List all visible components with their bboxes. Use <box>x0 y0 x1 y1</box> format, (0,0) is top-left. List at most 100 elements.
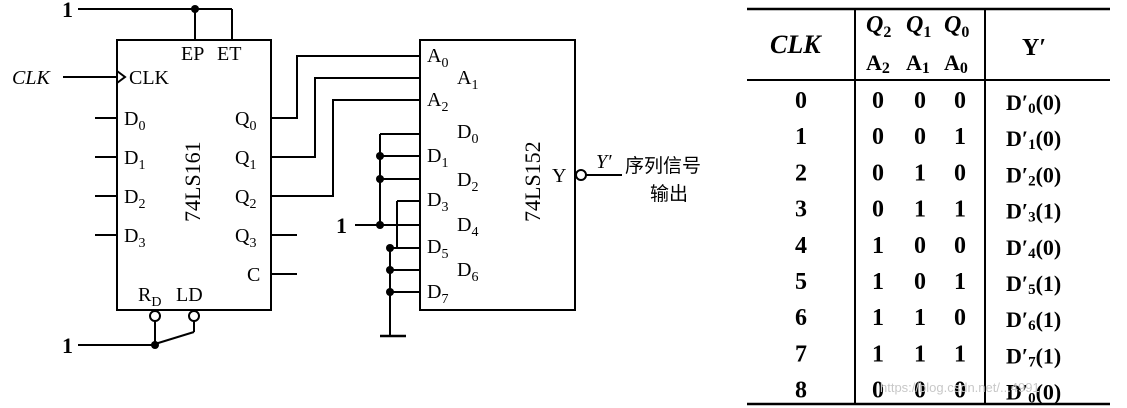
table-row: 6 1 1 0 D′6(1) <box>795 305 1061 334</box>
pin-mux-d3: D3 <box>427 189 448 215</box>
pin-mux-d1: D1 <box>427 145 448 171</box>
header-a2: A2 <box>866 50 890 77</box>
pin-mux-d5: D5 <box>427 236 448 262</box>
const-one-top: 1 <box>62 0 73 22</box>
pin-q0: Q0 <box>235 108 256 134</box>
pin-mux-d6: D6 <box>457 259 478 285</box>
header-a1: A1 <box>906 50 930 77</box>
cell-q0: 0 <box>954 305 966 331</box>
pin-q3: Q3 <box>235 225 256 251</box>
cell-y: D′0(0) <box>1006 90 1061 117</box>
cell-q0: 0 <box>954 88 966 114</box>
cell-q0: 1 <box>954 269 966 295</box>
junction-dot <box>386 266 394 274</box>
cell-clk: 6 <box>795 305 807 331</box>
pin-mux-d2: D2 <box>457 169 478 195</box>
counter-74ls161: 1 EP ET CLK CLK D0 D1 D2 D3 74LS161 Q0 Q… <box>12 0 297 358</box>
table-row: 4 1 0 0 D′4(0) <box>795 233 1061 262</box>
cell-q0: 1 <box>954 124 966 150</box>
cell-q0: 0 <box>954 378 966 404</box>
cell-y: D′2(0) <box>1006 162 1061 189</box>
cell-q1: 1 <box>914 341 926 367</box>
clk-edge-icon <box>116 70 127 84</box>
pin-d3: D3 <box>124 225 145 251</box>
cell-q2: 0 <box>872 88 884 114</box>
cell-q2: 0 <box>872 197 884 223</box>
wire-q0-a0 <box>271 55 420 119</box>
cell-q1: 1 <box>914 305 926 331</box>
output-label: Y′ <box>596 151 612 173</box>
output-desc-line2: 输出 <box>650 183 688 205</box>
pin-a1: A1 <box>457 67 478 93</box>
table-row: 3 0 1 1 D′3(1) <box>795 197 1061 226</box>
pin-d1: D1 <box>124 147 145 173</box>
cell-clk: 5 <box>795 269 807 295</box>
cell-q1: 1 <box>914 160 926 186</box>
cell-q2: 0 <box>872 160 884 186</box>
cell-clk: 0 <box>795 88 807 114</box>
cell-q2: 0 <box>872 378 884 404</box>
pin-clk: CLK <box>129 67 170 89</box>
cell-clk: 3 <box>795 197 807 223</box>
header-q2: Q2 <box>866 12 891 41</box>
mux-chip-name: 74LS152 <box>520 141 545 222</box>
pin-mux-d7: D7 <box>427 281 448 307</box>
pin-q2: Q2 <box>235 186 256 212</box>
table-row: 5 1 0 1 D′5(1) <box>795 269 1061 298</box>
cell-q2: 1 <box>872 341 884 367</box>
pin-mux-d4: D4 <box>457 214 478 240</box>
junction-dot <box>376 175 384 183</box>
ld-inverter-bubble <box>188 310 200 322</box>
pin-d0: D0 <box>124 108 145 134</box>
y-inverter-bubble <box>575 169 587 181</box>
wire-ld-b <box>154 331 195 345</box>
junction-dot <box>376 221 384 229</box>
cell-q1: 0 <box>914 233 926 259</box>
cell-y: D′7(1) <box>1006 343 1061 370</box>
cell-q1: 0 <box>914 88 926 114</box>
cell-y: D′4(0) <box>1006 235 1061 262</box>
cell-clk: 8 <box>795 378 807 404</box>
watermark: https://blog.csdn.net/...4991 <box>880 380 1040 395</box>
mux-data-input-wiring: 1 <box>336 133 420 338</box>
cell-y: D′3(1) <box>1006 199 1061 226</box>
header-y: Y′ <box>1022 35 1046 61</box>
cell-q0: 1 <box>954 197 966 223</box>
pin-ep: EP <box>181 43 204 65</box>
counter-chip-name: 74LS161 <box>180 141 205 222</box>
output-desc-line1: 序列信号 <box>625 155 701 177</box>
junction-dot <box>386 288 394 296</box>
rd-inverter-bubble <box>149 310 161 322</box>
cell-q2: 1 <box>872 305 884 331</box>
pin-c: C <box>247 264 260 286</box>
pin-et: ET <box>217 43 241 65</box>
cell-q1: 0 <box>914 269 926 295</box>
const-one-bottom: 1 <box>62 333 73 358</box>
cell-q2: 1 <box>872 269 884 295</box>
pin-q1: Q1 <box>235 147 256 173</box>
cell-clk: 7 <box>795 341 807 367</box>
cell-q2: 1 <box>872 233 884 259</box>
cell-q2: 0 <box>872 124 884 150</box>
pin-ld: LD <box>176 284 203 306</box>
table-row: 2 0 1 0 D′2(0) <box>795 160 1061 189</box>
header-a0: A0 <box>944 50 968 77</box>
pin-a2: A2 <box>427 89 448 115</box>
cell-clk: 2 <box>795 160 807 186</box>
cell-y: D′1(0) <box>1006 126 1061 153</box>
cell-q0: 1 <box>954 341 966 367</box>
pin-y: Y <box>552 165 566 187</box>
cell-q0: 0 <box>954 160 966 186</box>
cell-clk: 1 <box>795 124 807 150</box>
cell-y: D′5(1) <box>1006 271 1061 298</box>
cell-q1: 0 <box>914 378 926 404</box>
cell-clk: 4 <box>795 233 807 259</box>
junction-dot <box>376 152 384 160</box>
cell-q0: 0 <box>954 233 966 259</box>
cell-q1: 1 <box>914 197 926 223</box>
pin-mux-d0: D0 <box>457 121 478 147</box>
cell-y: D′6(1) <box>1006 307 1061 334</box>
